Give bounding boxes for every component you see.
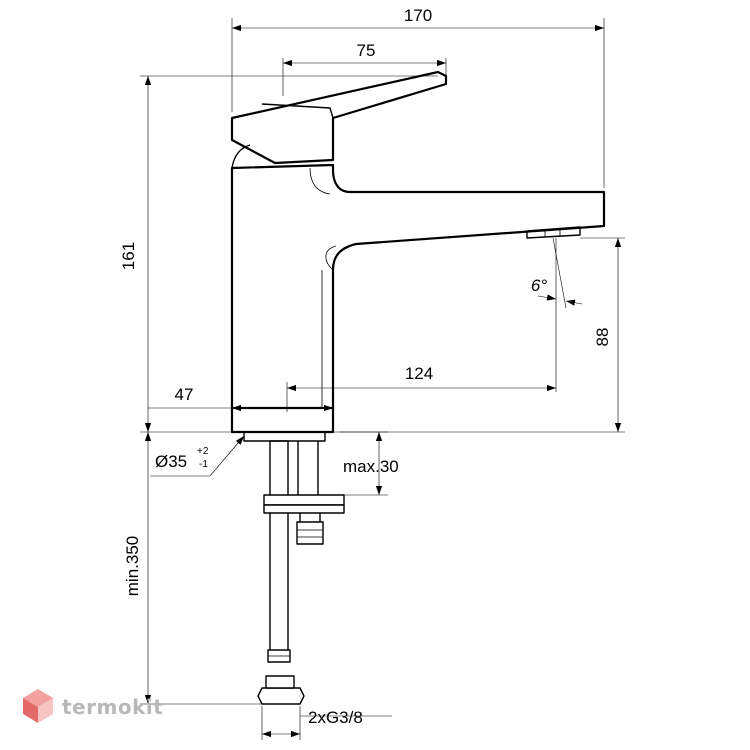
dim-total-height: 161 bbox=[119, 242, 138, 270]
dim-min-hose: min.350 bbox=[123, 536, 142, 596]
dim-spout-height: 88 bbox=[593, 328, 612, 347]
dimension-lines bbox=[140, 18, 625, 740]
dim-tolerance-plus: +2 bbox=[197, 446, 209, 457]
dim-base-diameter: Ø35 bbox=[155, 452, 187, 471]
dim-spout-angle: 6° bbox=[531, 276, 547, 295]
dim-connection: 2xG3/8 bbox=[308, 708, 363, 727]
dim-spout-reach: 124 bbox=[405, 364, 433, 383]
watermark-brand: termokit bbox=[62, 695, 163, 719]
mounting-assembly bbox=[230, 406, 345, 705]
dim-body-offset: 47 bbox=[175, 385, 194, 404]
dim-total-width: 170 bbox=[404, 6, 432, 25]
faucet-outline bbox=[230, 70, 606, 410]
dim-tolerance-minus: -1 bbox=[199, 459, 208, 470]
dim-lever-length: 75 bbox=[357, 41, 376, 60]
termokit-logo-icon bbox=[23, 689, 53, 723]
dim-max-deck: max.30 bbox=[343, 457, 399, 476]
